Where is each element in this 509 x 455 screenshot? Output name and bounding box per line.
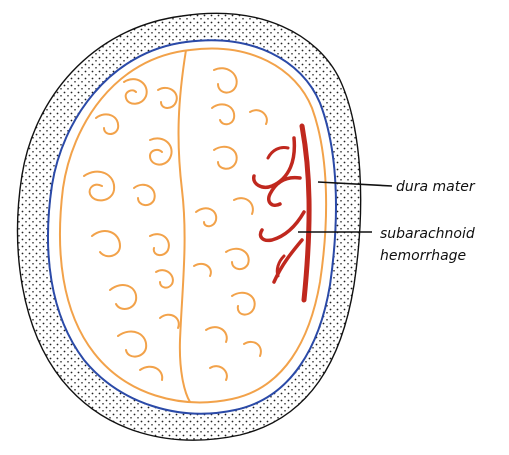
- dura-mater-label: dura mater: [396, 179, 476, 195]
- brain-outline: [60, 49, 326, 403]
- subarachnoid-label-line1: subarachnoid: [380, 226, 475, 242]
- subarachnoid-label-line2: hemorrhage: [380, 248, 466, 264]
